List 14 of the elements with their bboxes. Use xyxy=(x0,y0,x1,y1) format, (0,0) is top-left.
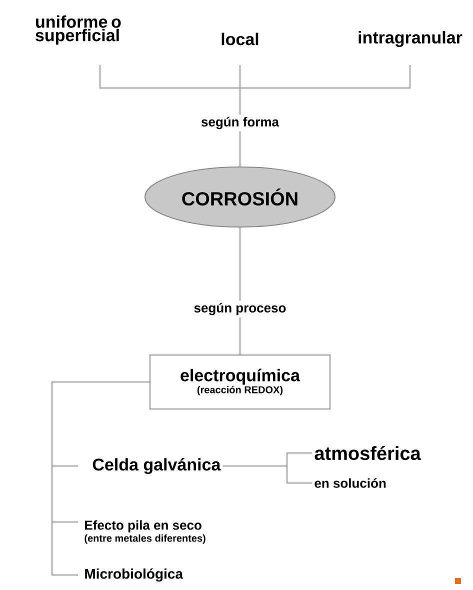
process-box: electroquímica (reacción REDOX) xyxy=(150,354,330,410)
connector-line xyxy=(240,64,410,116)
node-label: Microbiológica xyxy=(85,568,184,582)
connector-line xyxy=(222,466,312,484)
node-label: Celda galvánica xyxy=(92,458,221,474)
node-label: en solución xyxy=(314,478,386,488)
node-label: local xyxy=(222,32,258,46)
node-label: intragranular xyxy=(358,31,462,47)
node-label: atmosférica xyxy=(314,446,421,460)
connector-line xyxy=(52,382,150,576)
node-label: según forma xyxy=(201,116,280,130)
node-label: uniforme o superficial xyxy=(36,15,121,45)
node-label: según proceso xyxy=(194,302,286,316)
node-label: Efecto pila en seco (entre metales diferentes) xyxy=(84,520,206,544)
